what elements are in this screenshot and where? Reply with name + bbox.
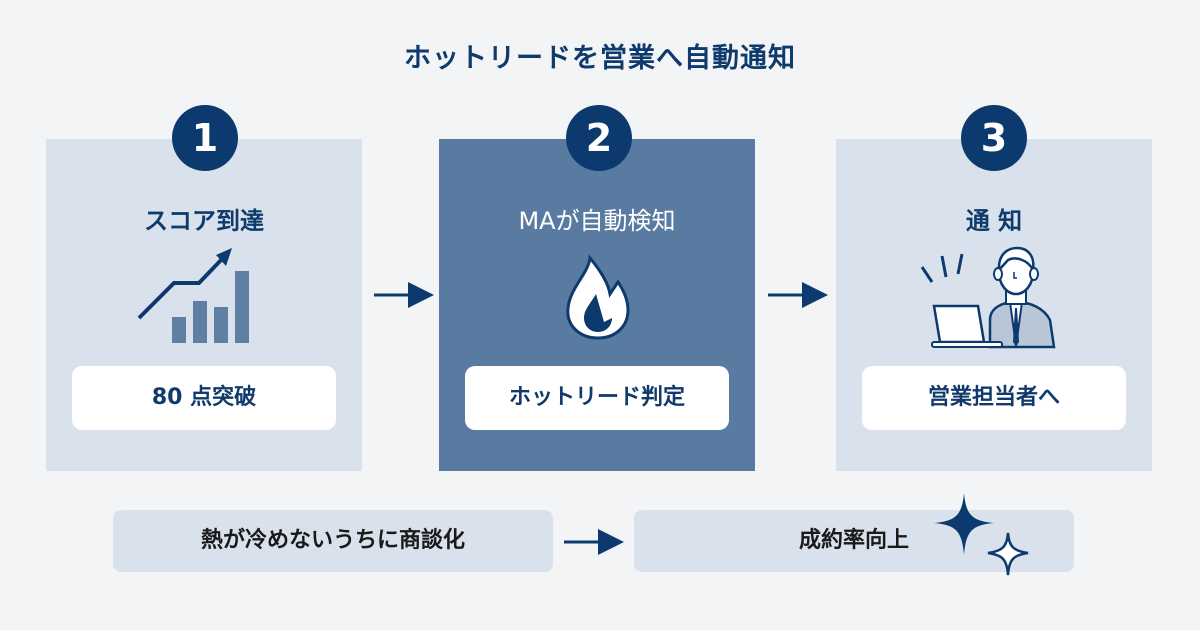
sparkle-icon xyxy=(934,493,1029,576)
step-1-label: 80 点突破 xyxy=(72,366,336,430)
page-title: ホットリードを営業へ自動通知 xyxy=(404,43,796,74)
step-2-title: MAが自動検知 xyxy=(518,207,676,235)
step-2-badge: 2 xyxy=(566,105,632,171)
step-3-label: 営業担当者へ xyxy=(862,366,1126,430)
benefit-close-rate-text: 成約率向上 xyxy=(798,528,909,553)
arrow-right-icon xyxy=(768,282,828,308)
step-3-badge: 3 xyxy=(961,105,1027,171)
arrow-right-icon xyxy=(564,529,624,555)
benefit-close-rate: 成約率向上 xyxy=(634,510,1074,572)
benefit-quick-deal: 熱が冷めないうちに商談化 xyxy=(113,510,553,572)
step-1-badge: 1 xyxy=(172,105,238,171)
step-1-title: スコア到達 xyxy=(144,207,264,235)
step-card-2: MAが自動検知 ホットリード判定 xyxy=(439,139,755,471)
arrow-right-icon xyxy=(374,282,434,308)
step-card-1: スコア到達 80 点突破 xyxy=(46,139,362,471)
step-2-label: ホットリード判定 xyxy=(465,366,729,430)
step-card-3: 通 知 営業担当者へ xyxy=(836,139,1152,471)
step-3-title: 通 知 xyxy=(965,207,1023,235)
rising-chart-icon xyxy=(137,248,249,343)
flame-icon xyxy=(566,254,630,340)
salesperson-laptop-icon xyxy=(920,246,1056,349)
